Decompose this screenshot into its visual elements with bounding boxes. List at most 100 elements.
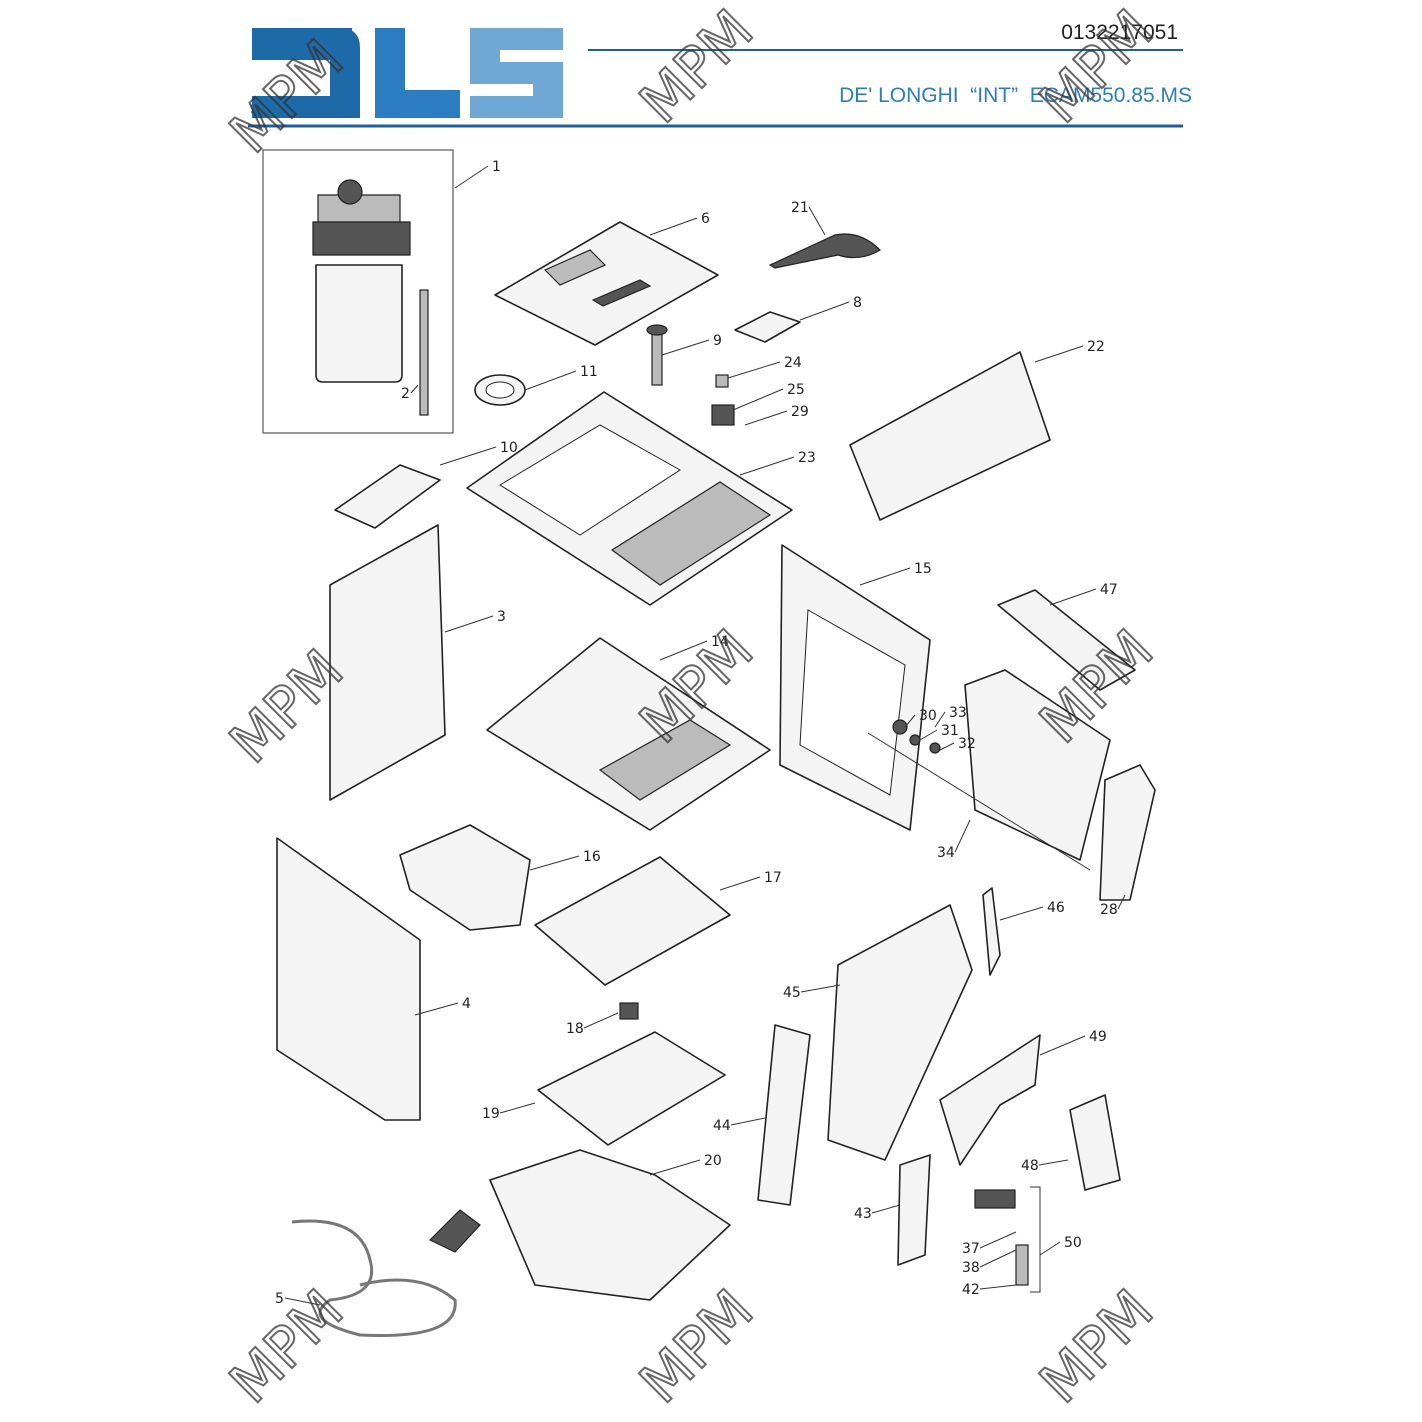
callout-48: 48 bbox=[1021, 1158, 1069, 1174]
callout-number: 6 bbox=[701, 211, 710, 227]
callout-46: 46 bbox=[999, 900, 1065, 921]
callout-number: 30 bbox=[919, 708, 937, 724]
callout-14: 14 bbox=[659, 634, 729, 661]
callout-number: 47 bbox=[1100, 582, 1118, 598]
callout-9: 9 bbox=[661, 333, 722, 356]
callout-number: 20 bbox=[704, 1153, 722, 1169]
callout-number: 5 bbox=[275, 1291, 284, 1307]
callout-number: 43 bbox=[854, 1206, 872, 1222]
callout-number: 8 bbox=[853, 295, 862, 311]
callout-29: 29 bbox=[744, 404, 809, 426]
mpm-watermark: MPM bbox=[628, 0, 766, 136]
callout-number: 24 bbox=[784, 355, 802, 371]
callout-28: 28 bbox=[1100, 894, 1126, 918]
callout-number: 1 bbox=[492, 159, 501, 175]
callout-15: 15 bbox=[859, 561, 932, 586]
part-drawings bbox=[262, 149, 1156, 1338]
callout-32: 32 bbox=[939, 736, 976, 752]
callout-38: 38 bbox=[962, 1249, 1017, 1276]
leader-line bbox=[1117, 894, 1126, 910]
frame-45 bbox=[827, 904, 973, 1161]
callout-number: 11 bbox=[580, 364, 598, 380]
callout-20: 20 bbox=[649, 1153, 722, 1176]
callout-34: 34 bbox=[937, 819, 971, 861]
callout-number: 29 bbox=[791, 404, 809, 420]
callout-5: 5 bbox=[275, 1291, 321, 1307]
leader-line bbox=[808, 206, 826, 236]
callout-45: 45 bbox=[783, 984, 841, 1001]
callout-number: 4 bbox=[462, 996, 471, 1012]
leader-line bbox=[859, 567, 911, 586]
callout-47: 47 bbox=[1049, 582, 1118, 606]
callout-3: 3 bbox=[444, 609, 506, 633]
water-tank-22 bbox=[849, 351, 1051, 521]
callout-number: 10 bbox=[500, 440, 518, 456]
callout-1: 1 bbox=[454, 159, 501, 189]
callout-31: 31 bbox=[919, 723, 959, 741]
callout-number: 37 bbox=[962, 1241, 980, 1257]
measuring-scoop bbox=[768, 233, 881, 269]
leader-line bbox=[583, 1012, 619, 1029]
callout-number: 38 bbox=[962, 1260, 980, 1276]
leader-line bbox=[1034, 345, 1084, 363]
leader-line bbox=[410, 384, 419, 394]
callout-4: 4 bbox=[414, 996, 471, 1016]
grid-17 bbox=[534, 856, 731, 986]
leader-line bbox=[730, 1117, 766, 1126]
leader-line bbox=[800, 984, 841, 993]
callout-number: 3 bbox=[497, 609, 506, 625]
callout-11: 11 bbox=[524, 364, 598, 391]
callout-number: 48 bbox=[1021, 1158, 1039, 1174]
callout-19: 19 bbox=[482, 1102, 536, 1122]
cover-44 bbox=[757, 1024, 811, 1206]
callout-18: 18 bbox=[566, 1012, 619, 1037]
drip-tray-20 bbox=[489, 1149, 731, 1301]
drawer-16 bbox=[399, 824, 531, 931]
leader-line bbox=[979, 1231, 1017, 1249]
callout-43: 43 bbox=[854, 1204, 901, 1222]
leader-line bbox=[727, 361, 781, 379]
callout-6: 6 bbox=[649, 211, 710, 236]
valve-50 bbox=[974, 1189, 1016, 1209]
leader-line bbox=[284, 1297, 321, 1306]
callout-17: 17 bbox=[719, 870, 782, 891]
callout-21: 21 bbox=[791, 200, 826, 236]
callout-number: 33 bbox=[949, 705, 967, 721]
part-46 bbox=[982, 887, 1001, 976]
callout-42: 42 bbox=[962, 1282, 1017, 1298]
callout-number: 50 bbox=[1064, 1235, 1082, 1251]
side-panel-4 bbox=[276, 837, 421, 1121]
leader-line bbox=[999, 906, 1044, 921]
leader-line bbox=[649, 217, 698, 236]
callout-number: 45 bbox=[783, 985, 801, 1001]
plug bbox=[428, 1209, 481, 1253]
callout-number: 28 bbox=[1100, 902, 1118, 918]
dls-service-logo: SERVICE bbox=[250, 28, 563, 118]
mpm-watermark: MPM bbox=[1028, 1278, 1166, 1416]
milk-jug-lid bbox=[312, 221, 411, 256]
callout-number: 49 bbox=[1089, 1029, 1107, 1045]
leader-line bbox=[934, 711, 946, 728]
leader-line bbox=[979, 1249, 1017, 1268]
milk-tube bbox=[419, 289, 429, 416]
part-18 bbox=[619, 1002, 639, 1020]
callout-number: 21 bbox=[791, 200, 809, 216]
leader-line bbox=[659, 640, 708, 661]
callout-22: 22 bbox=[1034, 339, 1105, 363]
callout-16: 16 bbox=[529, 849, 601, 871]
leader-line bbox=[732, 388, 784, 411]
model-title: DE' LONGHI “INT” ECAM550.85.MS bbox=[839, 84, 1192, 107]
leader-line bbox=[454, 165, 489, 189]
leader-line bbox=[1039, 1241, 1061, 1256]
callout-number: 17 bbox=[764, 870, 782, 886]
callout-33: 33 bbox=[934, 705, 967, 728]
document-code: 0132217051 bbox=[1061, 21, 1178, 44]
callout-number: 9 bbox=[713, 333, 722, 349]
leader-line bbox=[954, 819, 971, 853]
callout-number: 2 bbox=[401, 386, 410, 402]
callout-number: 22 bbox=[1087, 339, 1105, 355]
leader-line bbox=[919, 729, 938, 741]
callout-number: 16 bbox=[583, 849, 601, 865]
leader-line bbox=[979, 1284, 1017, 1290]
